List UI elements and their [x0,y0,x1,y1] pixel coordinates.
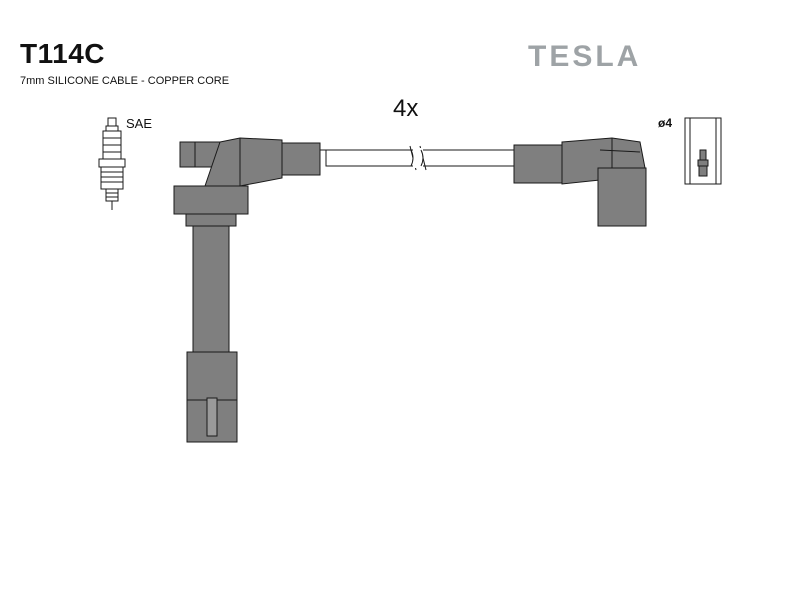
coil-boot-icon [173,137,326,443]
plug-standard-label: SAE [126,116,153,131]
quantity-label: 4x [393,95,419,122]
part-number: T114C [20,38,105,69]
terminal-icon [684,117,722,185]
distributor-boot-icon [513,137,647,227]
spark-plug-icon [98,117,126,210]
terminal-diameter-label: ø4 [658,116,673,130]
cable-icon [325,145,515,171]
brand-logo: TESLA [528,40,642,73]
cable-spec: 7mm SILICONE CABLE - COPPER CORE [20,75,230,87]
